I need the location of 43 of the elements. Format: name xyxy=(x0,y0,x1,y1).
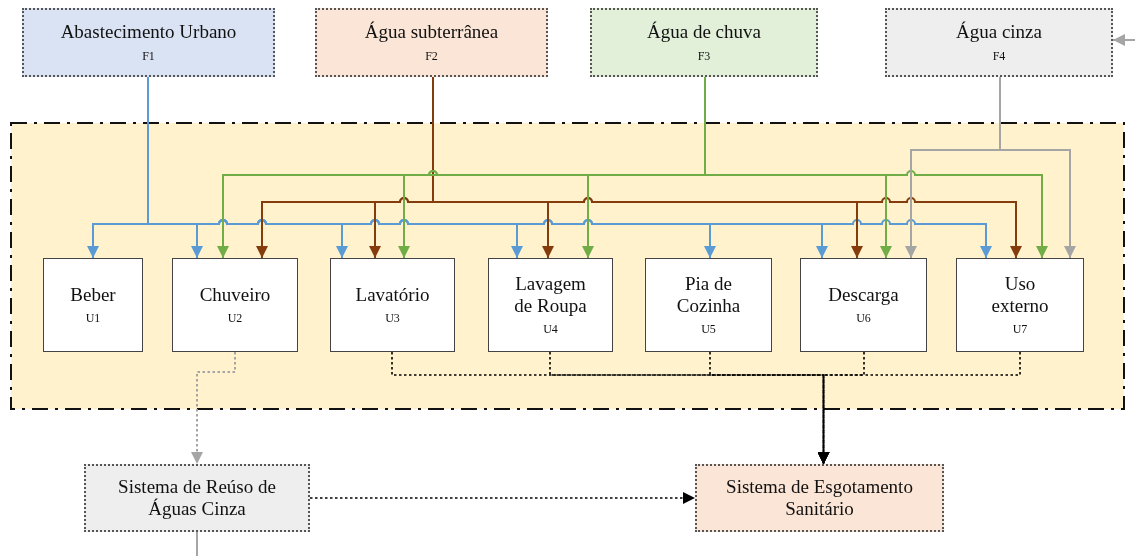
node-code: F2 xyxy=(425,48,438,64)
use-box xyxy=(800,258,927,352)
node-code: F4 xyxy=(992,48,1006,64)
source-box xyxy=(885,8,1113,77)
source-box xyxy=(590,8,818,77)
node-code: U2 xyxy=(227,311,243,327)
node-title: Água de chuva xyxy=(647,21,761,43)
node-code: U1 xyxy=(85,311,101,327)
node-title: Lavagem de Roupa xyxy=(513,272,588,317)
node-title: Sistema de Reúso de Águas Cinza xyxy=(117,476,277,520)
use-box xyxy=(488,258,613,352)
boundary-box xyxy=(10,122,1125,410)
node-title: Descarga xyxy=(828,283,899,306)
node-title: Chuveiro xyxy=(199,283,271,306)
use-box xyxy=(956,258,1084,352)
arrow xyxy=(309,492,696,504)
node-code: U5 xyxy=(701,322,716,338)
use-box xyxy=(330,258,455,352)
node-code: F3 xyxy=(697,48,711,64)
node-code: U3 xyxy=(385,311,400,327)
node-title: Água subterrânea xyxy=(364,21,499,43)
node-title: Abastecimento Urbano xyxy=(60,21,237,43)
connector-line xyxy=(196,531,198,556)
node-title: Sistema de Esgotamento Sanitário xyxy=(725,476,914,520)
system-box xyxy=(84,464,310,532)
node-title: Pia de Cozinha xyxy=(675,272,742,317)
node-title: Beber xyxy=(70,283,116,306)
node-code: U4 xyxy=(543,322,558,338)
arrow xyxy=(1112,34,1135,46)
source-box xyxy=(315,8,548,77)
node-code: U6 xyxy=(856,311,871,327)
node-title: Uso externo xyxy=(990,272,1050,317)
arrow xyxy=(817,351,1021,465)
use-box xyxy=(43,258,143,352)
use-box xyxy=(172,258,298,352)
use-box xyxy=(645,258,772,352)
node-code: U7 xyxy=(1012,322,1028,338)
source-box xyxy=(22,8,275,77)
node-code: F1 xyxy=(142,48,155,64)
node-title: Água cinza xyxy=(956,21,1042,43)
arrow xyxy=(191,351,236,465)
system-box xyxy=(695,464,944,532)
node-title: Lavatório xyxy=(355,283,430,306)
